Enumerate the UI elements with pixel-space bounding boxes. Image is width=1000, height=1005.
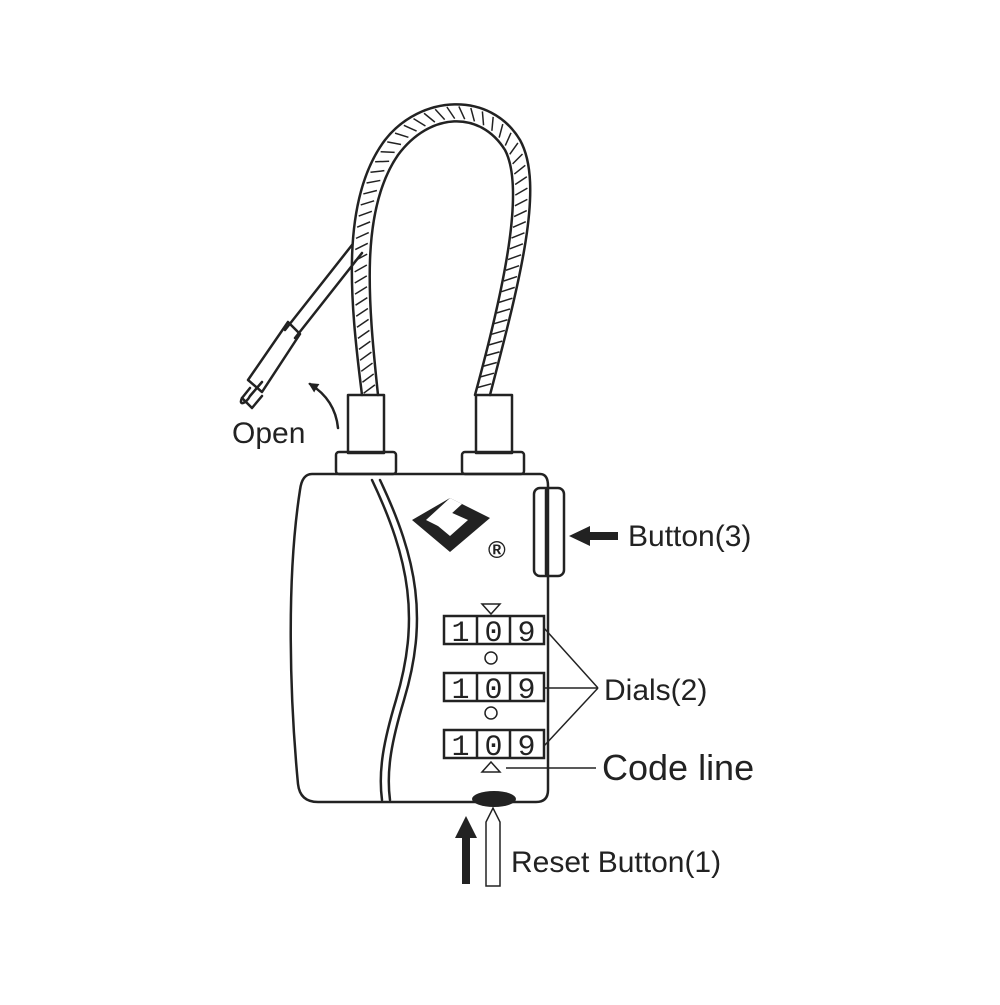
dials-pointer-lines [543, 627, 599, 747]
braid-stroke [470, 107, 476, 122]
braid-stroke [514, 187, 528, 196]
braid-stroke [480, 372, 495, 378]
braid-stroke [491, 116, 494, 131]
dial-digit: 1 [451, 731, 469, 765]
braid-stroke [485, 351, 500, 357]
dial-frame [442, 614, 546, 646]
open-arrow [308, 382, 340, 430]
braid-stroke [434, 108, 446, 121]
code-markers [480, 603, 502, 773]
braid-stroke [354, 275, 368, 284]
braid-stroke [358, 340, 371, 350]
label-dials-2: Dials(2) [604, 674, 707, 707]
braid-stroke [512, 221, 527, 229]
dial-digit: 9 [517, 674, 535, 708]
braid-stroke [387, 141, 402, 146]
braid-stroke [513, 164, 526, 175]
braid-stroke [477, 383, 492, 389]
label-open: Open [232, 417, 305, 450]
dial-digit: 9 [517, 617, 535, 651]
braid-stroke [509, 142, 519, 155]
braid-stroke [493, 318, 508, 325]
braid-stroke [403, 124, 417, 132]
braid-stroke [514, 176, 528, 186]
braid-stroke [505, 264, 520, 271]
dial-digit: 0 [484, 674, 502, 708]
braid-stroke [503, 275, 518, 282]
tsa-diamond-logo-icon [412, 498, 490, 552]
reset-arrows [455, 806, 501, 887]
braid-stroke [514, 198, 528, 207]
label-code-line: Code line [602, 747, 754, 788]
braid-stroke [488, 340, 503, 346]
braid-stroke [496, 308, 511, 314]
shackle-posts [334, 393, 526, 476]
dial-digit: 1 [451, 674, 469, 708]
braid-stroke [511, 232, 525, 239]
braid-stroke [458, 106, 466, 120]
braid-stroke [513, 209, 528, 218]
lock-body [289, 472, 550, 804]
label-reset-button-1: Reset Button(1) [511, 846, 721, 879]
braid-stroke [366, 179, 381, 184]
braid-stroke [363, 189, 378, 195]
braid-stroke [356, 221, 371, 228]
dial-digit: 9 [517, 731, 535, 765]
braid-stroke [360, 362, 373, 372]
braid-stroke [501, 286, 516, 293]
braid-stroke [355, 231, 370, 240]
braid-stroke [498, 297, 513, 304]
braid-stroke [354, 286, 368, 295]
braid-stroke [375, 160, 390, 163]
dial-digit: 1 [451, 617, 469, 651]
reset-hole [472, 791, 516, 807]
braid-stroke [413, 118, 426, 127]
braid-stroke [446, 106, 456, 120]
braid-stroke [359, 351, 372, 361]
braid-stroke [360, 200, 375, 206]
braid-stroke [509, 243, 524, 250]
braid-stroke [394, 132, 409, 139]
braid-stroke [361, 373, 375, 383]
braid-stroke [507, 254, 522, 261]
braid-stroke [370, 169, 385, 174]
braid-stroke [356, 318, 370, 328]
braid-stroke [354, 264, 368, 273]
dial-frame [442, 728, 546, 760]
dial-digit: 0 [484, 617, 502, 651]
braid-stroke [358, 210, 373, 217]
dial-digit: 0 [484, 731, 502, 765]
braid-stroke [423, 112, 436, 123]
label-button-3: Button(3) [628, 520, 751, 553]
braid-stroke [355, 296, 368, 306]
braid-stroke [355, 307, 369, 317]
dial-frame [442, 671, 546, 703]
cable-shackle [239, 103, 532, 410]
braid-stroke [354, 242, 369, 251]
button-arrow [569, 526, 618, 546]
braid-stroke [363, 384, 376, 394]
side-button [532, 486, 566, 578]
registered-mark: ® [488, 537, 506, 564]
braid-stroke [491, 329, 506, 336]
braid-stroke [481, 111, 485, 126]
braid-stroke [483, 361, 497, 367]
braid-stroke [512, 153, 524, 165]
braid-stroke [380, 150, 395, 154]
braid-stroke [357, 329, 370, 339]
braid-stroke [498, 123, 504, 138]
braid-stroke [504, 132, 512, 146]
